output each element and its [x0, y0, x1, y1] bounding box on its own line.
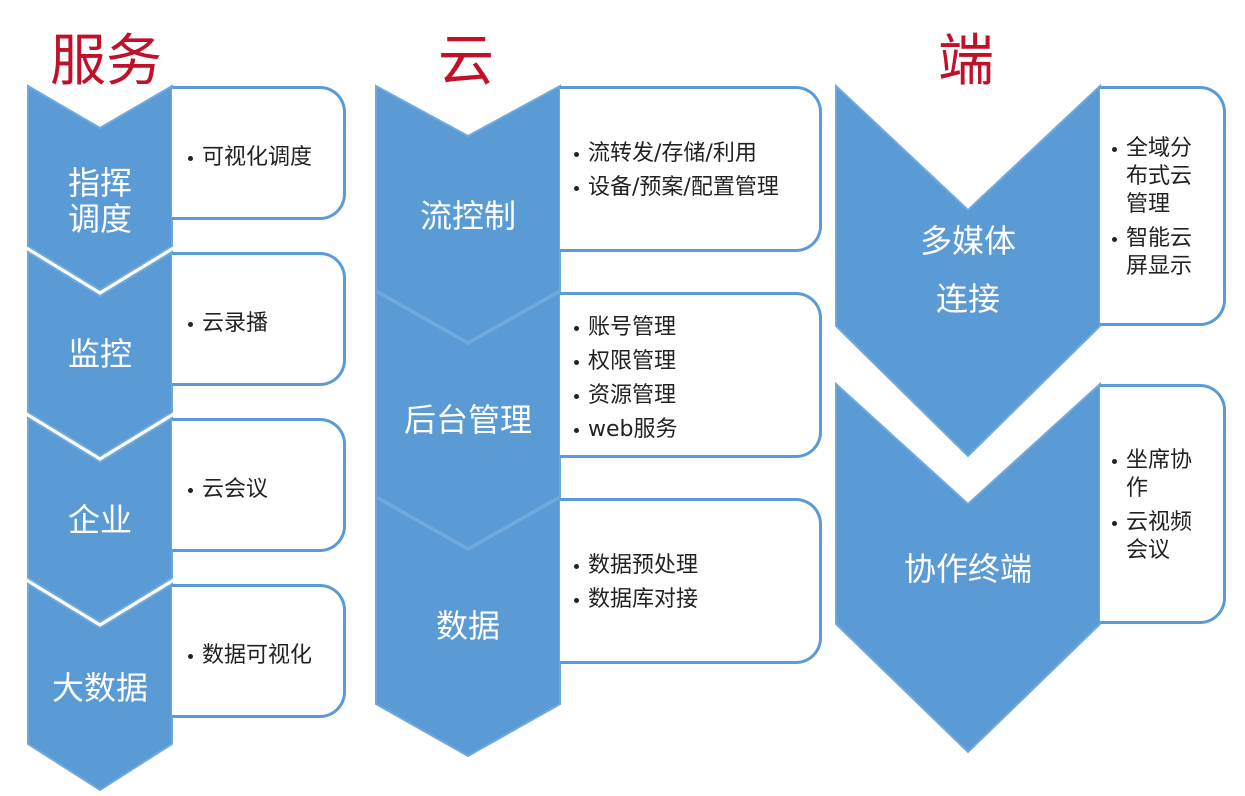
cloud-label-0-text: 流控制 [419, 197, 516, 235]
service-box-3: 数据可视化 [172, 584, 346, 718]
list-item: 云录播 [188, 307, 343, 341]
list-item: 智能云屏显示 [1112, 225, 1206, 281]
cloud-label-0: 流控制 [376, 194, 560, 238]
terminal-box-0: 全域分布式云管理 智能云屏显示 [1100, 86, 1226, 326]
service-box-1: 云录播 [172, 252, 346, 386]
chevron-terminal-0 [835, 83, 1101, 458]
cloud-label-1: 后台管理 [376, 398, 560, 442]
service-label-1-text: 监控 [67, 335, 132, 373]
service-label-3-text: 大数据 [51, 669, 148, 707]
service-label-1: 监控 [28, 332, 172, 376]
list-item: web服务 [574, 413, 819, 447]
cloud-box-1: 账号管理 权限管理 资源管理 web服务 [560, 292, 822, 458]
list-item: 云会议 [188, 473, 343, 507]
service-label-2-text: 企业 [67, 501, 132, 539]
cloud-label-1-text: 后台管理 [403, 401, 532, 439]
chevron-cloud-2 [375, 496, 561, 758]
list-item: 设备/预案/配置管理 [574, 171, 819, 205]
service-label-0-text: 指挥 调度 [67, 164, 132, 238]
service-label-3: 大数据 [28, 666, 172, 710]
chevron-service-1 [27, 250, 173, 458]
list-item: 云视频会议 [1112, 509, 1206, 565]
list-item: 账号管理 [574, 311, 819, 345]
list-item: 权限管理 [574, 345, 819, 379]
terminal-label-0-text: 多媒体 连接 [919, 222, 1016, 318]
terminal-box-1: 坐席协作 云视频会议 [1100, 384, 1226, 624]
list-item: 可视化调度 [188, 141, 343, 175]
chevron-service-0 [27, 84, 173, 292]
cloud-label-2: 数据 [376, 604, 560, 648]
chevron-cloud-1 [375, 290, 561, 550]
service-label-2: 企业 [28, 498, 172, 542]
list-item: 坐席协作 [1112, 447, 1206, 503]
cloud-box-0: 流转发/存储/利用 设备/预案/配置管理 [560, 86, 822, 252]
service-box-0: 可视化调度 [172, 86, 346, 220]
list-item: 全域分布式云管理 [1112, 135, 1206, 219]
list-item: 流转发/存储/利用 [574, 137, 819, 171]
list-item: 资源管理 [574, 379, 819, 413]
list-item: 数据可视化 [188, 639, 343, 673]
chevron-terminal-1 [835, 381, 1101, 754]
terminal-label-1: 协作终端 [836, 546, 1100, 592]
list-item: 数据库对接 [574, 583, 819, 617]
cloud-label-2-text: 数据 [435, 607, 500, 645]
heading-terminal: 端 [938, 29, 994, 94]
chevron-cloud-0 [375, 84, 561, 344]
heading-service: 服务 [50, 29, 162, 94]
service-label-0: 指挥 调度 [28, 160, 172, 242]
terminal-label-0: 多媒体 连接 [836, 214, 1100, 326]
chevron-service-2 [27, 416, 173, 624]
chevron-service-3 [27, 582, 173, 792]
service-box-2: 云会议 [172, 418, 346, 552]
list-item: 数据预处理 [574, 549, 819, 583]
cloud-box-2: 数据预处理 数据库对接 [560, 498, 822, 664]
terminal-label-1-text: 协作终端 [903, 550, 1032, 588]
heading-cloud: 云 [438, 29, 494, 94]
